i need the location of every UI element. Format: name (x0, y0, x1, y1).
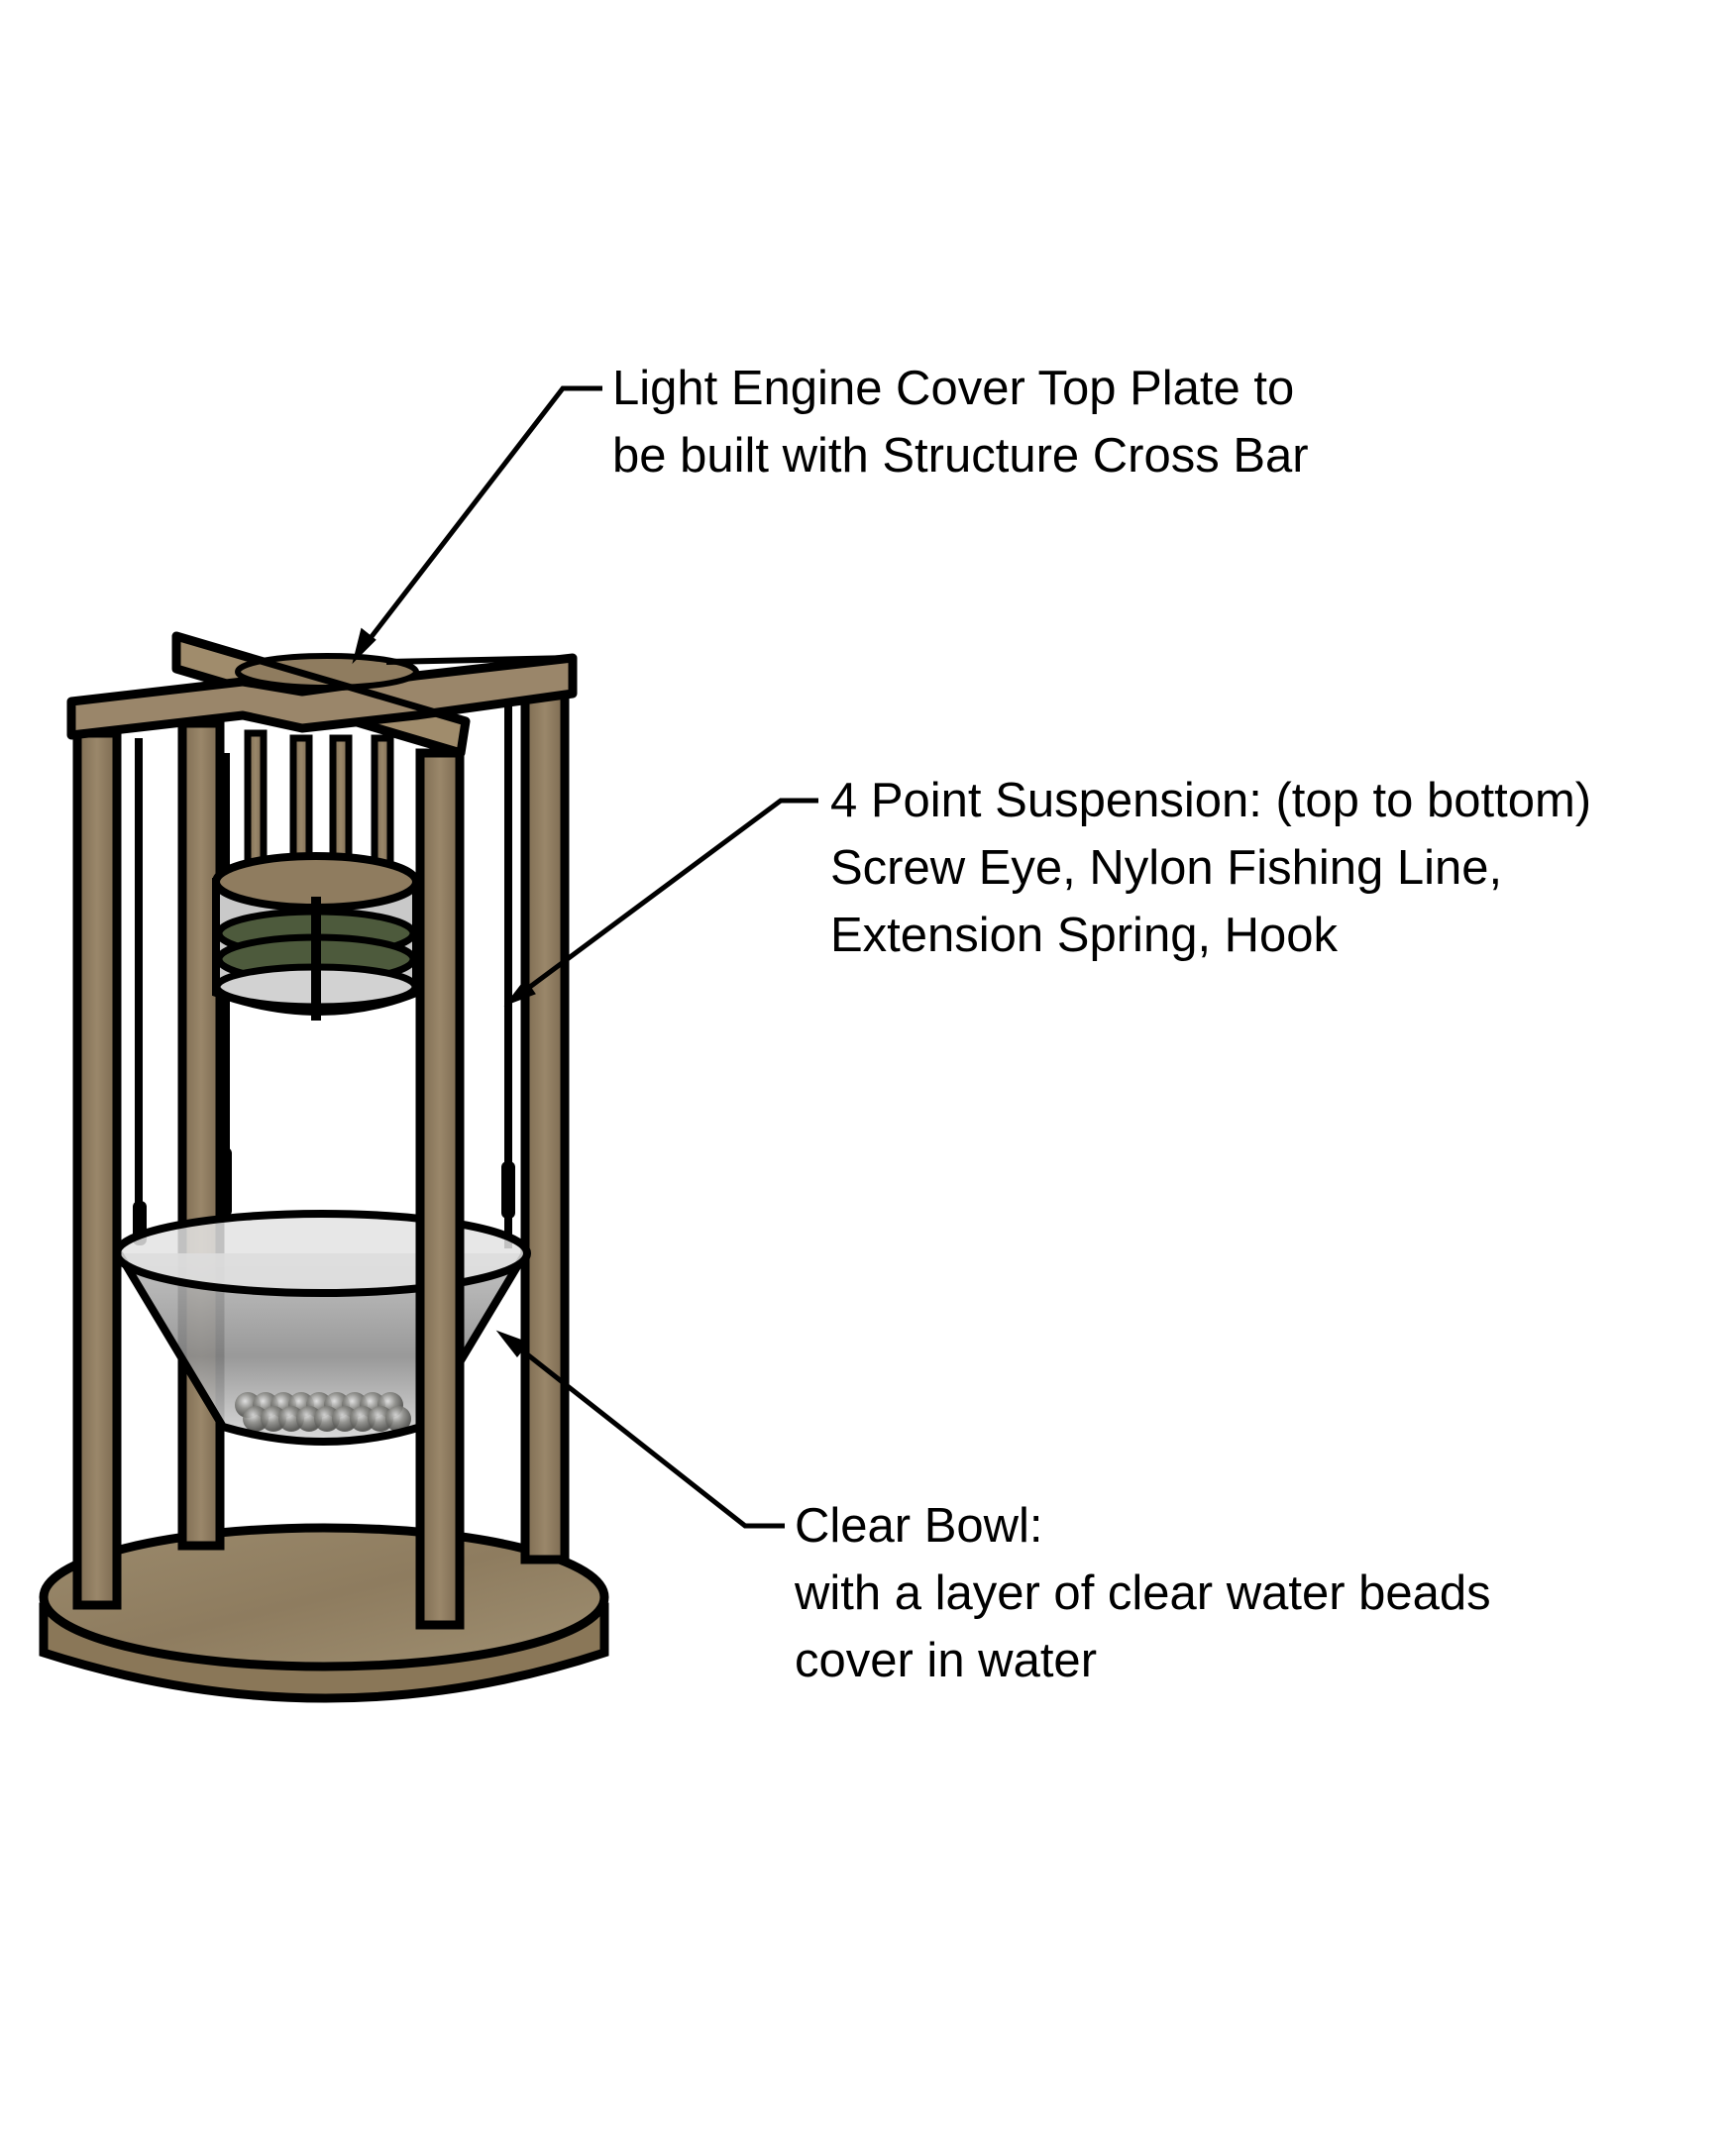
arrow-head-icon (495, 1330, 530, 1358)
back-posts (177, 683, 570, 1564)
water-bead (278, 1406, 304, 1432)
leader-suspension (509, 798, 818, 1004)
callout-suspension: 4 Point Suspension: (top to bottom) Scre… (830, 767, 1591, 969)
water-bead (332, 1406, 358, 1432)
callout-line: 4 Point Suspension: (top to bottom) (830, 774, 1592, 827)
light-engine (212, 852, 420, 1021)
water-bead (261, 1406, 286, 1432)
callout-line: Light Engine Cover Top Plate to (612, 362, 1295, 415)
water-bead (385, 1406, 411, 1432)
leader-lines (352, 385, 818, 1529)
callout-line: Extension Spring, Hook (830, 909, 1339, 962)
leader-top-plate (355, 385, 602, 658)
spring-icon (218, 1147, 232, 1217)
callout-line: Clear Bowl: (795, 1499, 1043, 1553)
water-bead (368, 1406, 393, 1432)
water-bead (243, 1406, 269, 1432)
arrow-head-icon (352, 627, 377, 665)
leader-bowl (501, 1334, 785, 1529)
callout-top-plate: Light Engine Cover Top Plate to be built… (612, 355, 1309, 489)
round-base (39, 1523, 609, 1703)
callout-clear-bowl: Clear Bowl: with a layer of clear water … (795, 1492, 1491, 1694)
spring-icon (501, 1161, 515, 1219)
water-beads (235, 1392, 411, 1432)
water-bead (296, 1406, 322, 1432)
callout-line: be built with Structure Cross Bar (612, 429, 1309, 483)
structure-cross-bar (66, 631, 578, 758)
arrow-head-icon (503, 978, 536, 1007)
light-engine-rods (244, 729, 394, 876)
water-bead (314, 1406, 340, 1432)
water-bead (350, 1406, 376, 1432)
callout-line: cover in water (795, 1634, 1098, 1687)
callout-line: Screw Eye, Nylon Fishing Line, (830, 841, 1503, 895)
callout-line: with a layer of clear water beads (795, 1566, 1491, 1620)
